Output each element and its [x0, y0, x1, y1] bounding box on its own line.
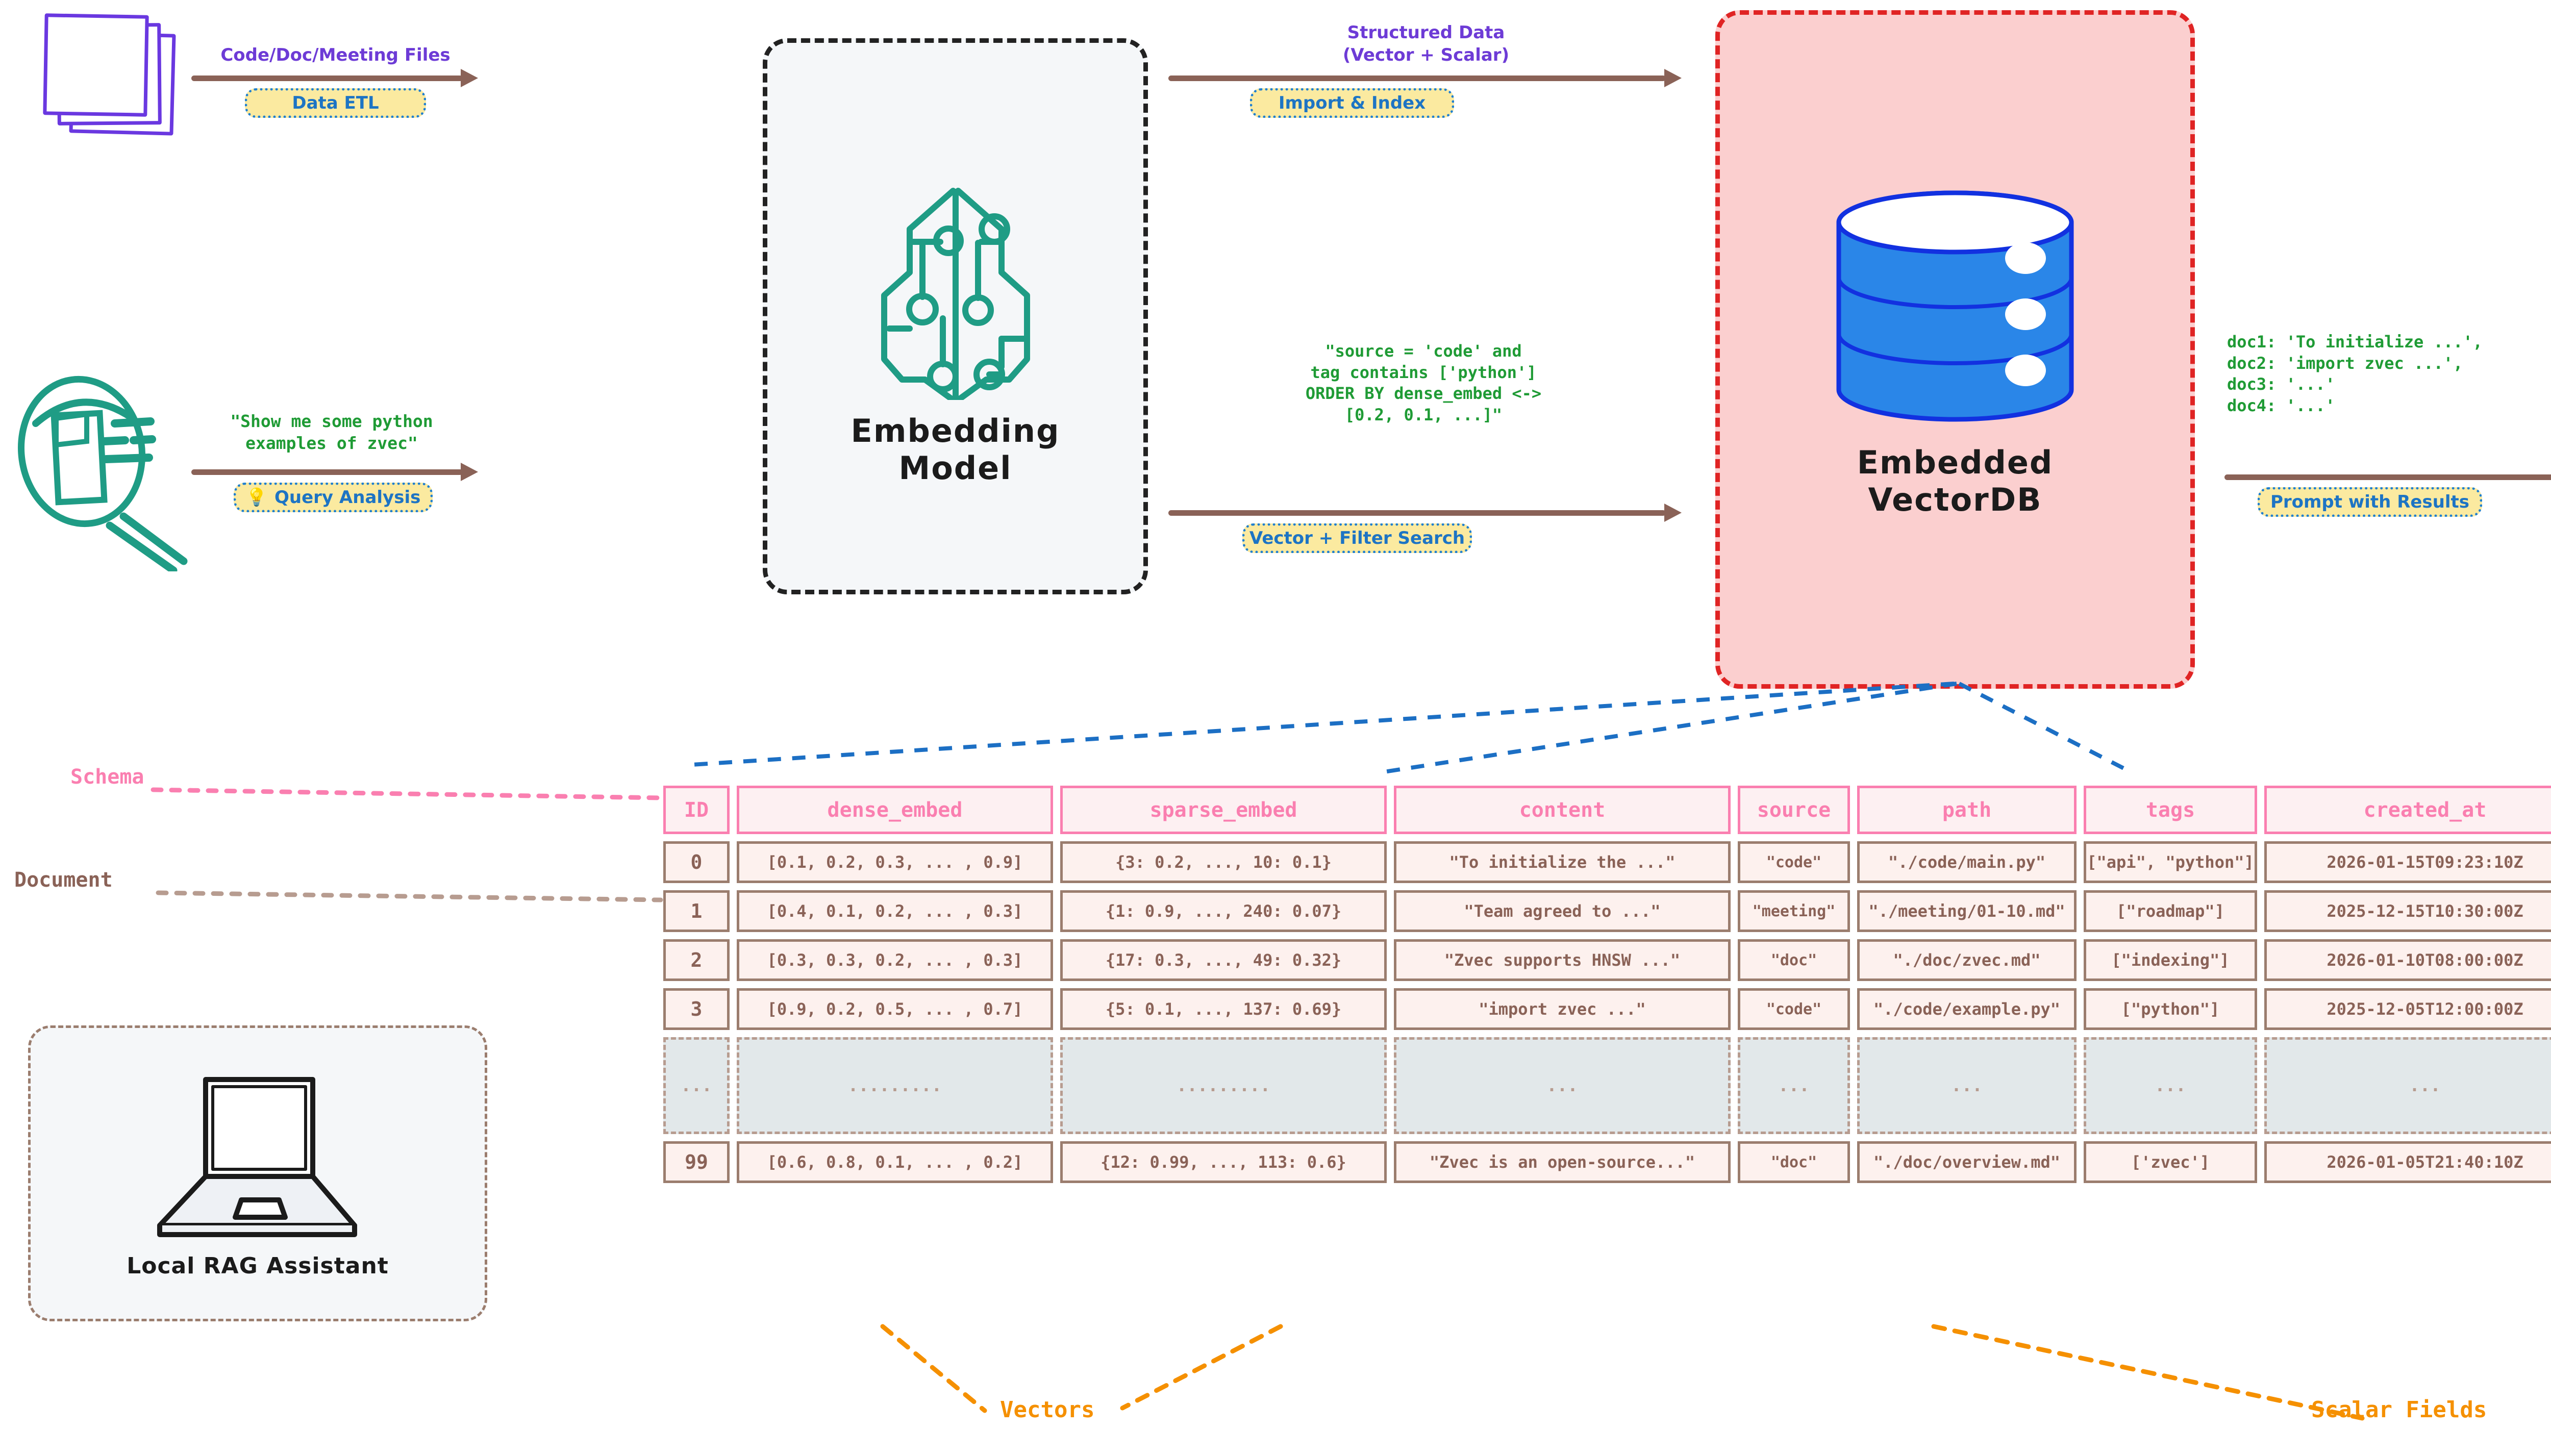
chip-import-index[interactable]: Import & Index — [1250, 88, 1454, 118]
chip-prompt-with-results-label: Prompt with Results — [2270, 492, 2470, 512]
table-row: ['zvec'] — [2084, 1141, 2257, 1183]
table-row: [0.6, 0.8, 0.1, ... , 0.2] — [737, 1141, 1053, 1183]
table-row: ["roadmap"] — [2084, 890, 2257, 932]
node-embedded-vectordb-title: Embedded VectorDB — [1857, 443, 2054, 518]
table-row: "To initialize the ..." — [1394, 841, 1731, 883]
group-brackets — [880, 1324, 2365, 1421]
node-embedding-model[interactable]: Embedding Model — [763, 38, 1148, 594]
table-header-dense_embed: dense_embed — [737, 786, 1053, 834]
table-row: [0.9, 0.2, 0.5, ... , 0.7] — [737, 988, 1053, 1030]
table-row: {3: 0.2, ..., 10: 0.1} — [1060, 841, 1387, 883]
table-row: ["api", "python"] — [2084, 841, 2257, 883]
bulb-icon: 💡 — [245, 487, 267, 508]
table-row-ellipsis: ... — [1394, 1037, 1731, 1134]
table-header-ID: ID — [663, 786, 730, 834]
edge-label-structured-data: Structured Data (Vector + Scalar) — [1342, 22, 1510, 66]
document-label: Document — [14, 868, 113, 892]
node-local-rag-assistant-title: Local RAG Assistant — [127, 1253, 389, 1279]
table-row: "doc" — [1738, 1141, 1850, 1183]
chip-vector-filter-search[interactable]: Vector + Filter Search — [1242, 523, 1472, 553]
table-header-content: content — [1394, 786, 1731, 834]
table-row: {17: 0.3, ..., 49: 0.32} — [1060, 939, 1387, 981]
chip-vector-filter-search-label: Vector + Filter Search — [1249, 528, 1465, 548]
schema-leader-line — [151, 787, 663, 800]
table-row-ellipsis: ... — [1738, 1037, 1850, 1134]
table-row: ["python"] — [2084, 988, 2257, 1030]
table-row: "meeting" — [1738, 890, 1850, 932]
table-row: "Zvec supports HNSW ..." — [1394, 939, 1731, 981]
table-header-tags: tags — [2084, 786, 2257, 834]
chip-data-etl[interactable]: Data ETL — [245, 88, 426, 118]
document-leader-line — [156, 890, 663, 902]
laptop-icon — [157, 1077, 357, 1238]
chip-import-index-label: Import & Index — [1278, 93, 1426, 113]
db-to-table-connectors — [683, 682, 2134, 775]
table-row-ellipsis: ... — [2264, 1037, 2551, 1134]
chip-query-analysis[interactable]: 💡 Query Analysis — [234, 483, 433, 512]
table-row: 2025-12-05T12:00:00Z — [2264, 988, 2551, 1030]
table-row: "./doc/zvec.md" — [1857, 939, 2077, 981]
table-row: 2 — [663, 939, 730, 981]
table-row: "code" — [1738, 841, 1850, 883]
table-row: "./code/example.py" — [1857, 988, 2077, 1030]
table-row: {12: 0.99, ..., 113: 0.6} — [1060, 1141, 1387, 1183]
chip-query-analysis-label: Query Analysis — [274, 487, 421, 508]
edge-label-ingest: Code/Doc/Meeting Files — [220, 45, 451, 65]
table-row: "./doc/overview.md" — [1857, 1141, 2077, 1183]
edge-label-filter-query: "source = 'code' and tag contains ['pyth… — [1305, 341, 1542, 424]
table-row-ellipsis: ......... — [1060, 1037, 1387, 1134]
node-local-rag-assistant[interactable]: Local RAG Assistant — [28, 1025, 487, 1321]
edge-label-user-query: "Show me some python examples of zvec" — [230, 411, 433, 453]
table-row-ellipsis: ... — [663, 1037, 730, 1134]
documents-stack-icon — [10, 10, 179, 143]
table-row: 2025-12-15T10:30:00Z — [2264, 890, 2551, 932]
search-document-icon — [17, 375, 188, 571]
table-row: "./code/main.py" — [1857, 841, 2077, 883]
table-row: 1 — [663, 890, 730, 932]
table-row: {1: 0.9, ..., 240: 0.07} — [1060, 890, 1387, 932]
table-row: 2026-01-15T09:23:10Z — [2264, 841, 2551, 883]
database-icon — [1836, 190, 2074, 422]
table-row: [0.1, 0.2, 0.3, ... , 0.9] — [737, 841, 1053, 883]
table-row: [0.4, 0.1, 0.2, ... , 0.3] — [737, 890, 1053, 932]
table-row-ellipsis: ......... — [737, 1037, 1053, 1134]
chip-data-etl-label: Data ETL — [292, 93, 379, 113]
table-row: "doc" — [1738, 939, 1850, 981]
table-row: "Team agreed to ..." — [1394, 890, 1731, 932]
table-row: 2026-01-10T08:00:00Z — [2264, 939, 2551, 981]
schema-label: Schema — [70, 765, 144, 789]
table-row: 99 — [663, 1141, 730, 1183]
node-embedded-vectordb[interactable]: Embedded VectorDB — [1715, 10, 2195, 689]
table-row: 0 — [663, 841, 730, 883]
table-row-ellipsis: ... — [1857, 1037, 2077, 1134]
chip-prompt-with-results[interactable]: Prompt with Results — [2258, 487, 2482, 517]
table-row-ellipsis: ... — [2084, 1037, 2257, 1134]
table-row: "code" — [1738, 988, 1850, 1030]
table-row: {5: 0.1, ..., 137: 0.69} — [1060, 988, 1387, 1030]
group-label-scalars: Scalar Fields — [2311, 1397, 2487, 1423]
group-label-vectors: Vectors — [1000, 1397, 1095, 1423]
edge-label-results: doc1: 'To initialize ...', doc2: 'import… — [2227, 332, 2483, 415]
neural-chip-icon — [881, 187, 1030, 400]
table-row: [0.3, 0.3, 0.2, ... , 0.3] — [737, 939, 1053, 981]
table-row: "./meeting/01-10.md" — [1857, 890, 2077, 932]
table-header-source: source — [1738, 786, 1850, 834]
table-row: "import zvec ..." — [1394, 988, 1731, 1030]
node-embedding-model-title: Embedding Model — [851, 412, 1060, 487]
table-header-sparse_embed: sparse_embed — [1060, 786, 1387, 834]
table-header-created_at: created_at — [2264, 786, 2551, 834]
table-row: "Zvec is an open-source..." — [1394, 1141, 1731, 1183]
table-row: 2026-01-05T21:40:10Z — [2264, 1141, 2551, 1183]
table-row: ["indexing"] — [2084, 939, 2257, 981]
table-header-path: path — [1857, 786, 2077, 834]
table-row: 3 — [663, 988, 730, 1030]
